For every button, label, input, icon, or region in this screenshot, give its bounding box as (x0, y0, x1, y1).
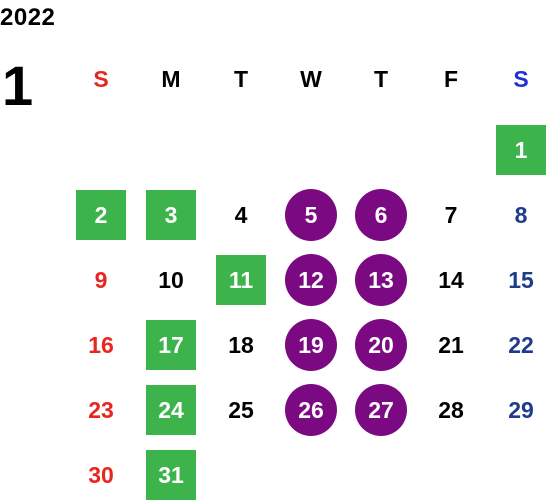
day-cell[interactable]: 16 (88, 331, 114, 358)
day-cell[interactable]: 18 (228, 331, 254, 358)
day-cell[interactable]: 17 (146, 320, 196, 370)
day-cell[interactable]: 31 (146, 450, 196, 500)
day-cell[interactable]: 3 (146, 190, 196, 240)
day-cell[interactable]: 5 (285, 189, 337, 241)
weekday-header: M (161, 66, 181, 92)
day-cell[interactable]: 10 (158, 266, 184, 293)
year-label: 2022 (0, 4, 56, 31)
weekday-header: W (300, 66, 322, 92)
day-cell[interactable]: 28 (438, 396, 464, 423)
day-cell[interactable]: 25 (228, 396, 254, 423)
day-cell[interactable]: 21 (438, 331, 464, 358)
weekday-header: S (93, 66, 109, 92)
day-cell[interactable]: 13 (355, 254, 407, 306)
day-cell[interactable]: 23 (88, 396, 114, 423)
day-cell[interactable]: 19 (285, 319, 337, 371)
day-cell[interactable]: 24 (146, 385, 196, 435)
weekday-header: S (513, 66, 529, 92)
day-cell[interactable]: 15 (508, 266, 534, 293)
day-cell[interactable]: 29 (508, 396, 534, 423)
day-cell[interactable]: 7 (444, 201, 458, 228)
day-cell[interactable]: 9 (94, 266, 108, 293)
weekday-header: F (443, 66, 459, 92)
day-cell[interactable]: 4 (234, 201, 248, 228)
day-cell[interactable]: 1 (496, 125, 546, 175)
day-cell[interactable]: 12 (285, 254, 337, 306)
day-cell[interactable]: 20 (355, 319, 407, 371)
month-number: 1 (2, 54, 34, 117)
day-cell[interactable]: 27 (355, 384, 407, 436)
day-cell[interactable]: 14 (438, 266, 464, 293)
weekday-header: T (233, 66, 249, 92)
weekday-header: T (373, 66, 389, 92)
day-cell[interactable]: 11 (216, 255, 266, 305)
day-cell[interactable]: 30 (88, 461, 114, 488)
day-cell[interactable]: 8 (514, 201, 528, 228)
day-cell[interactable]: 6 (355, 189, 407, 241)
day-cell[interactable]: 22 (508, 331, 534, 358)
day-cell[interactable]: 2 (76, 190, 126, 240)
day-cell[interactable]: 26 (285, 384, 337, 436)
